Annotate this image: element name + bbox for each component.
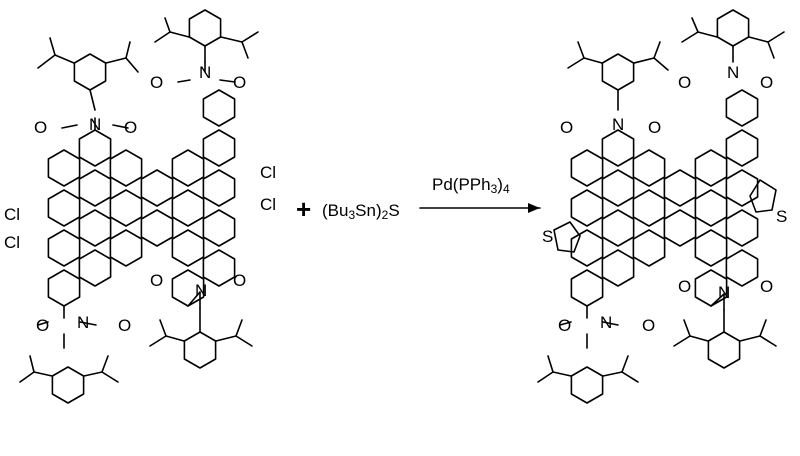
product-nitrogen-label: N <box>600 313 612 332</box>
aryl-ring-bottom-right <box>149 307 253 369</box>
sm-oxygen-label: O <box>118 316 131 335</box>
product-oxygen-label: O <box>558 316 571 335</box>
product-oxygen-label: O <box>760 277 773 296</box>
sm-oxygen-label: O <box>150 73 163 92</box>
product-oxygen-label: O <box>760 73 773 92</box>
sm-oxygen-label: O <box>150 271 163 290</box>
product-sulfur-label: S <box>776 207 787 226</box>
thiophene-ring-left <box>553 221 581 253</box>
product-sulfur-label: S <box>542 227 553 246</box>
sm-nitrogen-label: N <box>77 313 89 332</box>
starting-material: O N O O N O O N O O N O Cl Cl Cl Cl <box>4 9 276 404</box>
perylene-core <box>47 89 236 307</box>
product-atom-labels: O N O O N O O N O O N O S S <box>542 63 787 335</box>
sm-nitrogen-label: N <box>195 281 207 300</box>
imide-bonds <box>559 293 725 349</box>
product-oxygen-label: O <box>560 118 573 137</box>
sm-chlorine-label: Cl <box>4 205 20 224</box>
product-oxygen-label: O <box>678 277 691 296</box>
sm-oxygen-label: O <box>36 316 49 335</box>
plus-sign: + <box>296 194 311 224</box>
product-nitrogen-label: N <box>718 283 730 302</box>
aryl-ring-top-left <box>37 37 139 111</box>
aryl-ring-top-right <box>154 9 259 63</box>
product-oxygen-label: O <box>678 73 691 92</box>
sulfur-reagent: (Bu3Sn)2S <box>322 201 400 222</box>
thiophene-ring-right <box>749 179 777 213</box>
sm-nitrogen-label: N <box>199 63 211 82</box>
sm-chlorine-label: Cl <box>4 233 20 252</box>
aryl-ring-bottom-left <box>19 355 119 404</box>
aryl-ring-bottom-left <box>537 355 639 404</box>
aryl-ring-bottom-right <box>673 309 777 369</box>
sm-oxygen-label: O <box>124 118 137 137</box>
aryl-ring-top-left <box>567 41 669 111</box>
sm-nitrogen-label: N <box>89 115 101 134</box>
sm-chlorine-label: Cl <box>260 163 276 182</box>
product-oxygen-label: O <box>642 316 655 335</box>
sm-oxygen-label: O <box>34 118 47 137</box>
product: O N O O N O O N O O N O S S <box>537 9 787 404</box>
sm-oxygen-label: O <box>233 73 246 92</box>
product-nitrogen-label: N <box>727 63 739 82</box>
sm-oxygen-label: O <box>233 271 246 290</box>
starting-material-atom-labels: O N O O N O O N O O N O Cl Cl Cl Cl <box>4 63 276 335</box>
catalyst-label: Pd(PPh3)4 <box>432 175 510 196</box>
reaction-arrow-head <box>528 203 540 213</box>
product-oxygen-label: O <box>648 118 661 137</box>
aryl-ring-top-right <box>681 9 785 63</box>
product-nitrogen-label: N <box>612 115 624 134</box>
reaction-conditions: + (Bu3Sn)2S Pd(PPh3)4 <box>296 175 541 224</box>
imide-bonds <box>37 61 236 349</box>
perylene-core <box>553 89 777 307</box>
sm-chlorine-label: Cl <box>260 195 276 214</box>
